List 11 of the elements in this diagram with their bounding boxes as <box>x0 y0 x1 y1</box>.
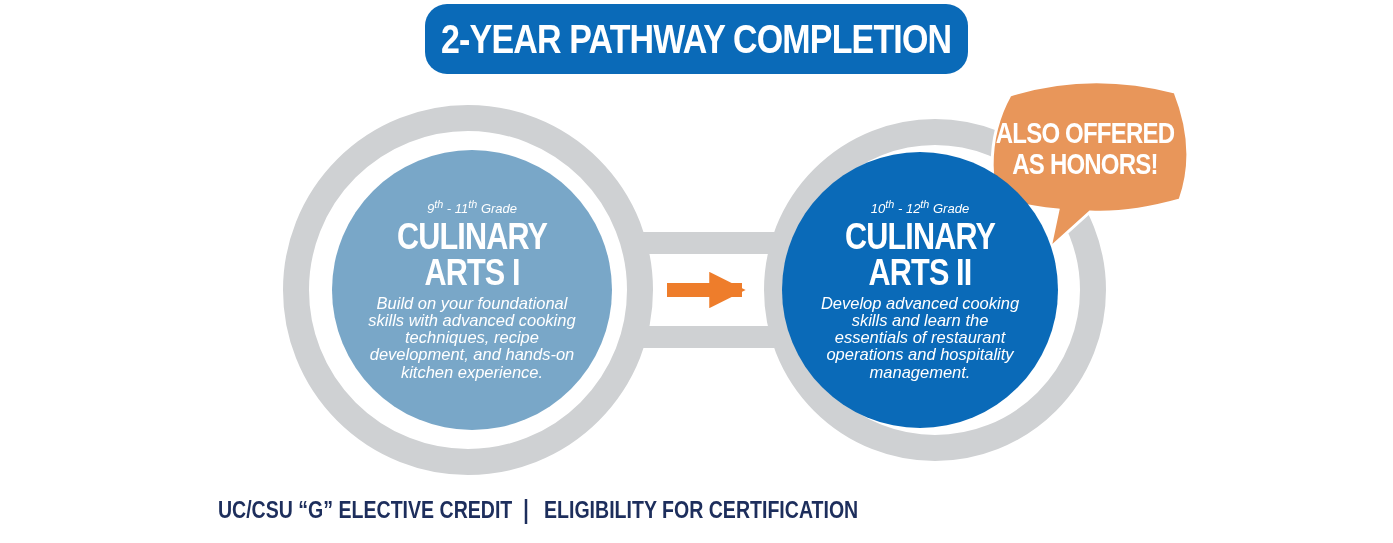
course-description: Build on your foundational skills with advanced cooking techniques, recipe development, and hands-on kitchen experience. <box>367 294 577 382</box>
grade-range: 9$^{th}$ - 11$^{th}$ Grade <box>426 198 518 217</box>
grade-range: 10$^{th}$ - 12$^{th}$ Grade <box>870 198 970 217</box>
honors-note: ALSO OFFERED AS HONORS! <box>994 116 1176 180</box>
course-description: Develop advanced cooking skills and learn the essentials of restaurant operations and hospitality management. <box>819 294 1021 382</box>
footer-note: UC/CSU “G” ELECTIVE CREDIT <box>217 497 512 524</box>
course-title: CULINARY ARTS I <box>395 218 549 291</box>
title-banner: 2-YEAR PATHWAY COMPLETION <box>425 4 968 74</box>
footer-note: ELIGIBILITY FOR CERTIFICATION <box>544 497 859 524</box>
course-title: CULINARY ARTS II <box>843 218 997 291</box>
arrow <box>667 271 746 309</box>
